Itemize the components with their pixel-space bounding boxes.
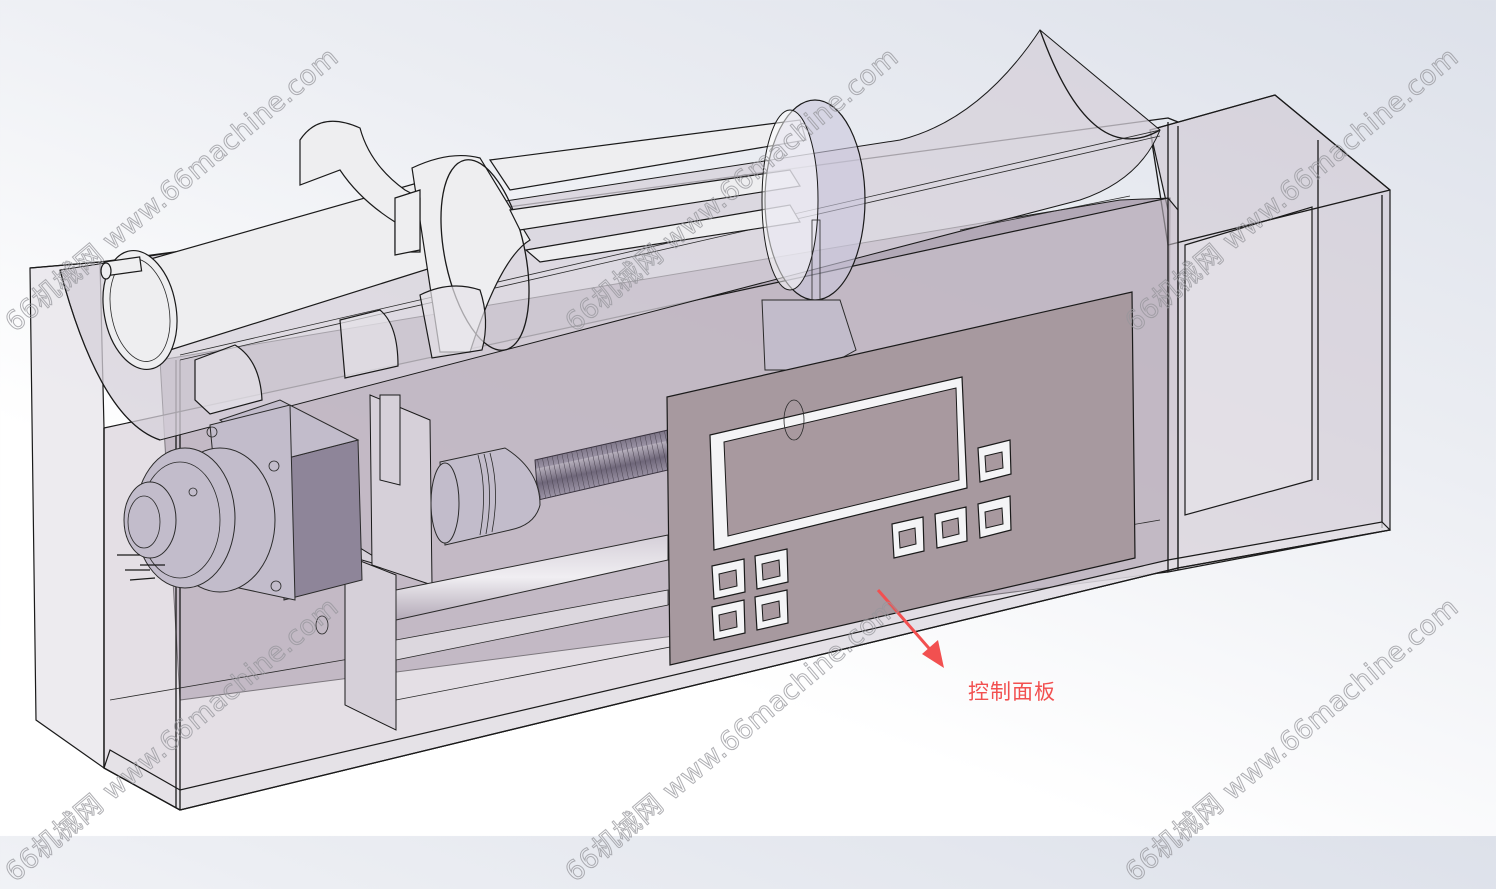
control-button[interactable] — [711, 599, 746, 641]
guide-rod — [395, 534, 669, 661]
control-panel-label: 控制面板 — [968, 680, 1056, 704]
callout-arrow — [876, 589, 944, 668]
lcd-display — [709, 376, 968, 551]
control-button[interactable] — [891, 516, 925, 559]
syringe-nozzle — [100, 256, 143, 280]
stepper-motor — [117, 399, 363, 635]
control-panel — [666, 291, 1136, 666]
motor-mount — [343, 394, 433, 731]
plunger-flange — [299, 120, 421, 256]
connector-pins — [117, 554, 165, 581]
control-button[interactable] — [977, 439, 1012, 483]
support-blocks — [194, 285, 487, 415]
control-button[interactable] — [754, 548, 789, 590]
cradle-half-pipe — [59, 29, 1161, 441]
control-button[interactable] — [977, 495, 1012, 539]
cad-render — [29, 29, 1392, 811]
control-button[interactable] — [754, 589, 789, 631]
coupling — [430, 447, 541, 546]
control-button[interactable] — [934, 506, 968, 549]
clamp-ring — [761, 99, 866, 371]
plunger-rods — [488, 119, 807, 263]
control-button[interactable] — [711, 558, 746, 600]
